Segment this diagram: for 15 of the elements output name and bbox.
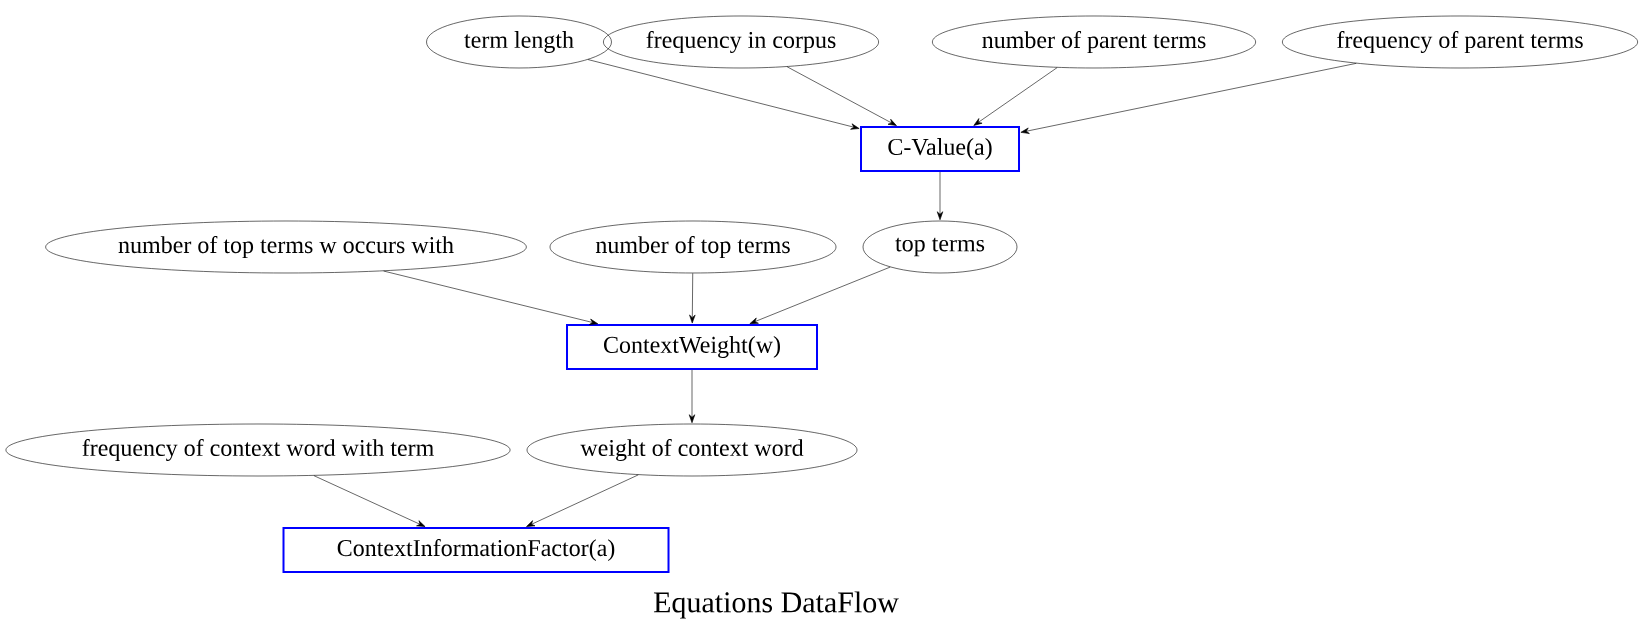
arrow	[1020, 63, 1357, 134]
equation-box: ContextWeight(w)	[566, 324, 818, 370]
arrow	[526, 474, 639, 527]
arrow	[749, 266, 891, 324]
equation-box: ContextInformationFactor(a)	[282, 527, 670, 573]
arrow	[383, 270, 599, 325]
arrow	[587, 59, 860, 130]
equation-box: C-Value(a)	[860, 126, 1020, 172]
arrow	[786, 66, 897, 126]
arrow	[936, 171, 944, 221]
arrow	[689, 273, 696, 324]
arrow	[973, 67, 1058, 126]
diagram-title: Equations DataFlow	[653, 591, 899, 619]
arrow	[313, 475, 426, 527]
arrow	[688, 369, 696, 424]
